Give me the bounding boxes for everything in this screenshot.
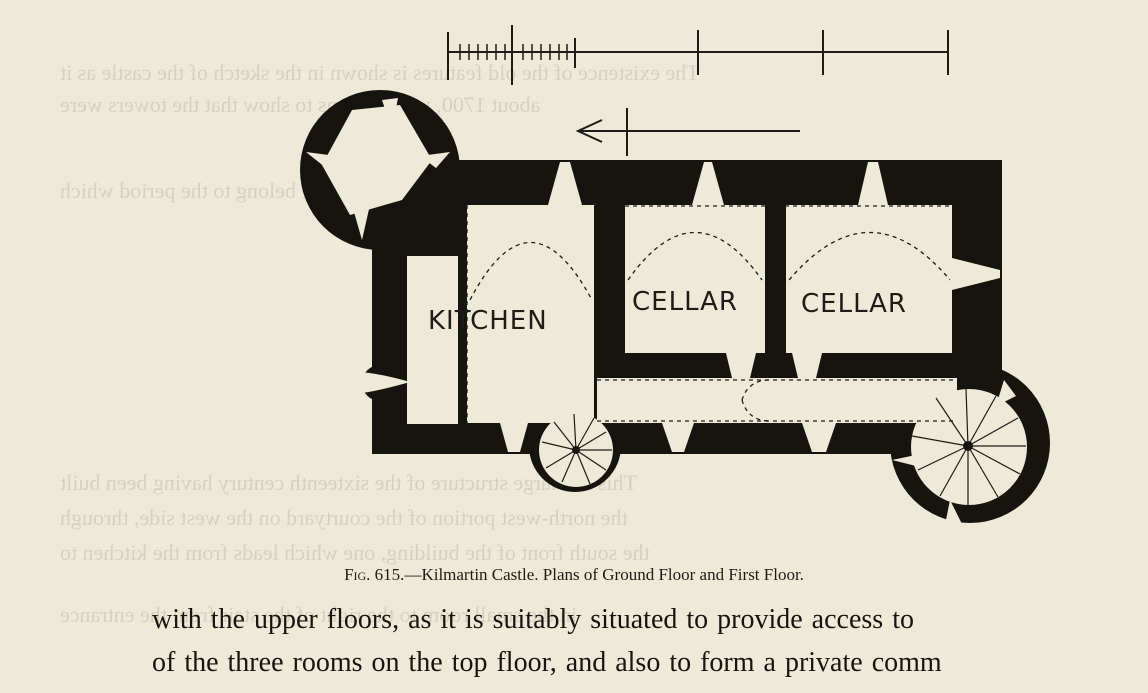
window-embrasures bbox=[306, 98, 1016, 524]
figure-number: Fig. 615. bbox=[344, 565, 405, 584]
figure-caption: Fig. 615.—Kilmartin Castle. Plans of Gro… bbox=[0, 565, 1148, 585]
room-interiors bbox=[322, 105, 1027, 505]
vault-outlines bbox=[466, 205, 957, 423]
spiral-stair-icon bbox=[541, 388, 1026, 505]
caption-text: —Kilmartin Castle. Plans of Ground Floor… bbox=[404, 565, 804, 584]
room-label-cellar-east: CELLAR bbox=[801, 289, 907, 319]
north-arrow-icon bbox=[575, 108, 800, 156]
body-text-line: of the three rooms on the top floor, and… bbox=[152, 647, 942, 678]
room-label-kitchen: KITCHEN bbox=[428, 306, 548, 336]
room-label-cellar-west: CELLAR bbox=[632, 287, 738, 317]
scale-bar bbox=[447, 25, 949, 85]
body-text-line: with the upper floors, as it is suitably… bbox=[152, 604, 914, 635]
castle-floor-plan: KITCHEN CELLAR CELLAR bbox=[300, 25, 1050, 524]
